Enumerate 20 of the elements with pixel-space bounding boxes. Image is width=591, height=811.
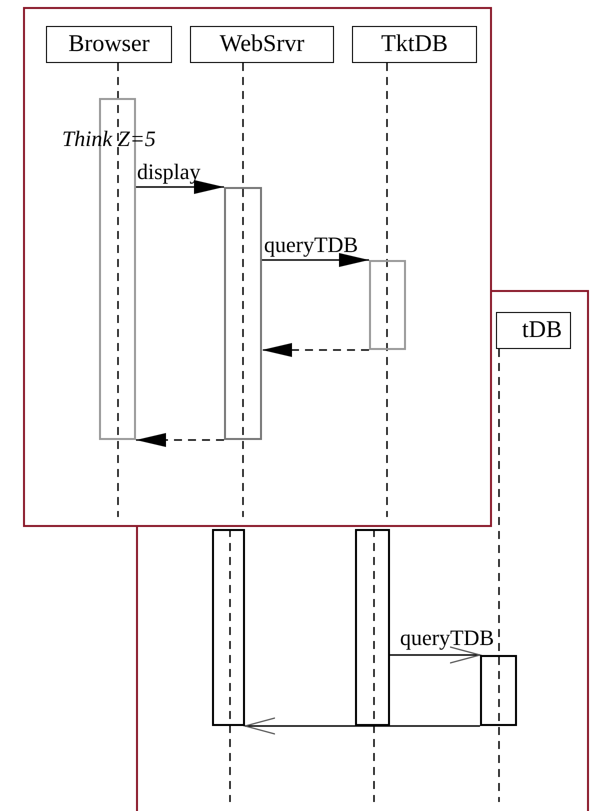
message-arrow: [390, 646, 481, 664]
edge-label: queryTDB: [400, 626, 494, 650]
message-arrow: [262, 253, 369, 267]
lifeline-header: Browser: [46, 26, 172, 63]
edge-label: queryTDB: [264, 233, 358, 257]
message-arrow: [136, 180, 224, 194]
activation-bar: [224, 187, 262, 440]
lifeline-header: WebSrvr: [190, 26, 334, 63]
activation-bar: [480, 655, 517, 726]
edge-label: display: [137, 160, 201, 184]
lifeline-header: tDB: [496, 312, 571, 349]
note-text: Think Z=5: [62, 127, 156, 151]
activation-bar: [369, 260, 406, 350]
return-arrow: [136, 433, 224, 447]
activation-bar: [212, 529, 245, 726]
message-arrow: [244, 717, 480, 735]
lifeline-header: TktDB: [352, 26, 477, 63]
diagram-window-dialog: [23, 7, 492, 527]
activation-bar: [355, 529, 390, 726]
return-arrow: [262, 343, 369, 357]
